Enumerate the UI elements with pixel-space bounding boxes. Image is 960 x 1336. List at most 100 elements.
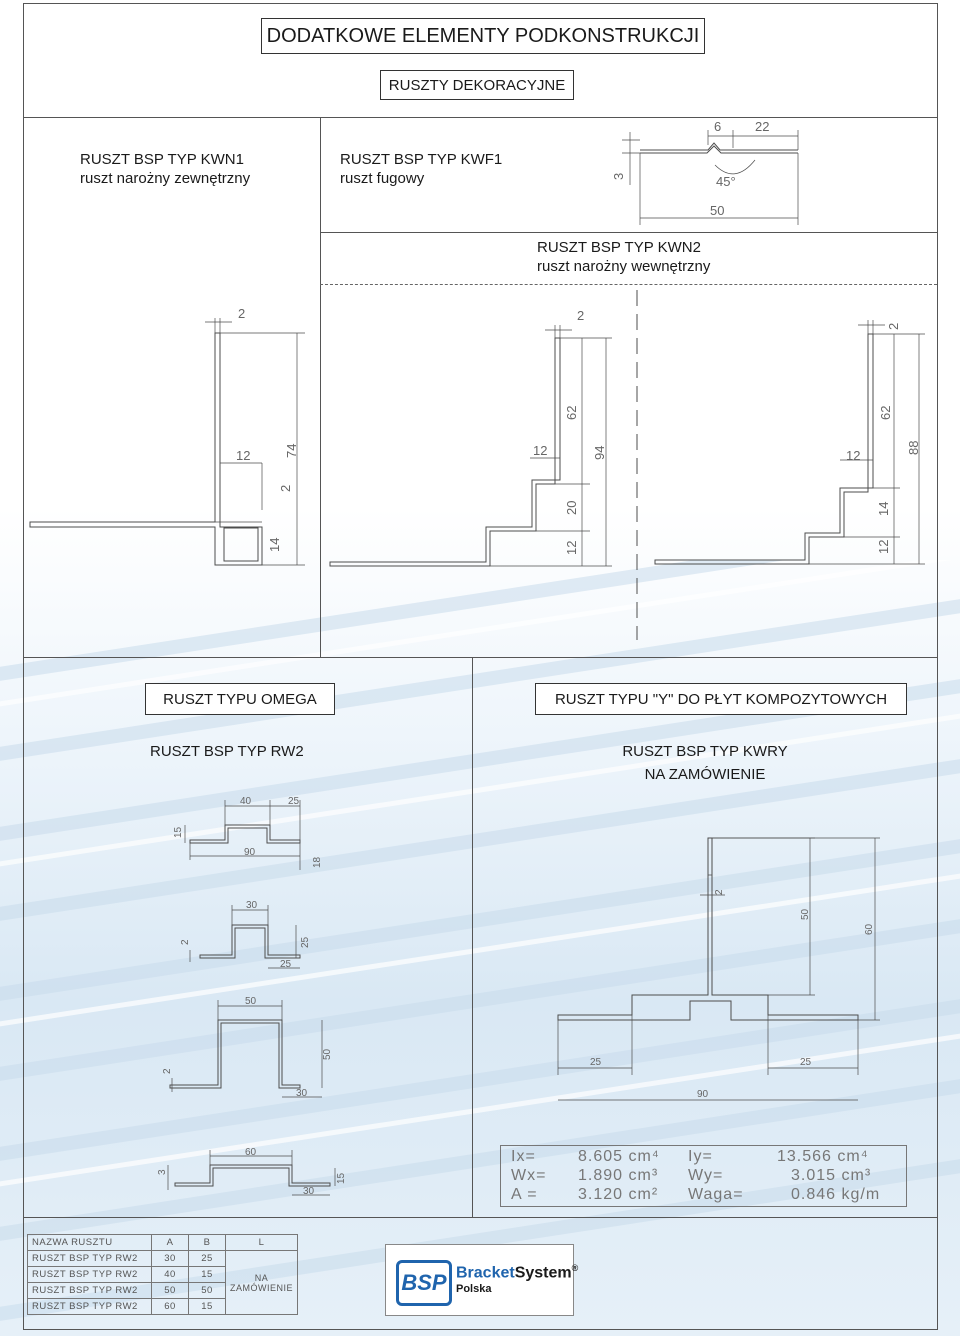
kwry-dim-25b: 25 bbox=[800, 1057, 812, 1068]
kwn1-dim-2: 2 bbox=[238, 306, 245, 321]
kwn2-heading: RUSZT BSP TYP KWN2 ruszt narożny wewnętr… bbox=[537, 238, 710, 276]
kwf1-desc: ruszt fugowy bbox=[340, 170, 425, 187]
table-cell: 15 bbox=[188, 1298, 226, 1315]
kwn1-profile bbox=[29, 318, 305, 566]
kwf-dim-45: 45° bbox=[716, 174, 736, 189]
right-dim-2: 2 bbox=[886, 323, 901, 330]
table-row: RUSZT BSP TYP RW2 40 15 bbox=[27, 1266, 298, 1283]
rw-c-50: 50 bbox=[245, 996, 257, 1007]
right-dim-12w: 12 bbox=[846, 448, 860, 463]
prop-ix-value: 8.605 cm⁴ bbox=[578, 1148, 660, 1165]
right-dim-62: 62 bbox=[878, 406, 893, 420]
y-note: NA ZAMÓWIENIE bbox=[644, 766, 766, 783]
kwf1-profile bbox=[622, 130, 799, 225]
table-cell: 50 bbox=[151, 1282, 189, 1299]
prop-iy-label: Iy= bbox=[688, 1148, 713, 1165]
right-dim-12h: 12 bbox=[876, 540, 891, 554]
kwf-dim-50: 50 bbox=[710, 203, 724, 218]
table-cell: 50 bbox=[188, 1282, 226, 1299]
divider-h1 bbox=[23, 117, 937, 118]
rw-a-25: 25 bbox=[288, 796, 300, 807]
kwn1-heading: RUSZT BSP TYP KWN1 ruszt narożny zewnętr… bbox=[80, 150, 250, 188]
prop-wx-label: Wx= bbox=[511, 1167, 547, 1184]
logo-registered: ® bbox=[571, 1263, 579, 1273]
table-cell: RUSZT BSP TYP RW2 bbox=[27, 1298, 152, 1315]
mid-dim-12w: 12 bbox=[533, 443, 547, 458]
prop-wx-value: 1.890 cm³ bbox=[578, 1167, 659, 1184]
table-row: RUSZT BSP TYP RW2 30 25 NA ZAMÓWIENIE bbox=[27, 1250, 298, 1315]
table-header-row: NAZWA RUSZTU A B L bbox=[27, 1234, 298, 1251]
rw-b-30: 30 bbox=[246, 900, 258, 911]
rw-a-40: 40 bbox=[240, 796, 252, 807]
omega-box: RUSZT TYPU OMEGA bbox=[145, 683, 335, 715]
rw-c-30: 30 bbox=[296, 1088, 308, 1099]
mid-dim-12h: 12 bbox=[564, 541, 579, 555]
y-heading: RUSZT BSP TYP KWRY NA ZAMÓWIENIE bbox=[600, 742, 810, 784]
brand-logo: BSP BracketSystem® Polska bbox=[385, 1244, 578, 1316]
table-header: NAZWA RUSZTU bbox=[27, 1234, 152, 1251]
table-cell: RUSZT BSP TYP RW2 bbox=[27, 1250, 152, 1267]
kwn1-name: RUSZT BSP TYP KWN1 bbox=[80, 151, 244, 168]
kwn2-right-profile bbox=[654, 320, 925, 565]
divider-h2 bbox=[320, 232, 937, 233]
kwn1-dim-74: 74 bbox=[284, 444, 299, 458]
page-title: DODATKOWE ELEMENTY PODKONSTRUKCJI bbox=[261, 18, 705, 54]
table-header: L bbox=[225, 1234, 298, 1251]
kwf-dim-6: 6 bbox=[714, 119, 721, 134]
prop-waga-value: 0.846 kg/m bbox=[791, 1186, 881, 1203]
prop-a-label: A = bbox=[511, 1186, 538, 1203]
kwn2-desc: ruszt narożny wewnętrzny bbox=[537, 258, 711, 275]
omega-name: RUSZT BSP TYP RW2 bbox=[150, 743, 304, 760]
kwry-profile bbox=[557, 837, 880, 1101]
rw-b-25b: 25 bbox=[280, 959, 292, 970]
table-cell: 30 bbox=[151, 1250, 189, 1267]
table-cell: RUSZT BSP TYP RW2 bbox=[27, 1282, 152, 1299]
mid-dim-62: 62 bbox=[564, 406, 579, 420]
prop-waga-label: Waga= bbox=[688, 1186, 744, 1203]
divider-v2 bbox=[472, 657, 473, 1217]
kwn1-dim-14: 14 bbox=[267, 538, 282, 552]
prop-a-value: 3.120 cm² bbox=[578, 1186, 659, 1203]
table-cell: 60 bbox=[151, 1298, 189, 1315]
profiles-table: NAZWA RUSZTU A B L RUSZT BSP TYP RW2 30 … bbox=[27, 1234, 298, 1315]
kwn1-dim-12: 12 bbox=[236, 448, 250, 463]
right-dim-14: 14 bbox=[876, 502, 891, 516]
rw2-profile-d bbox=[167, 1150, 336, 1196]
kwn2-name: RUSZT BSP TYP KWN2 bbox=[537, 239, 701, 256]
rw-d-60: 60 bbox=[245, 1147, 257, 1158]
mid-dim-2: 2 bbox=[577, 308, 584, 323]
mid-dim-20: 20 bbox=[564, 501, 579, 515]
kwry-dim-90: 90 bbox=[697, 1089, 709, 1100]
right-dim-88: 88 bbox=[906, 441, 921, 455]
rw-d-30: 30 bbox=[303, 1186, 315, 1197]
table-cell: 40 bbox=[151, 1266, 189, 1283]
table-cell: RUSZT BSP TYP RW2 bbox=[27, 1266, 152, 1283]
rw-c-50v: 50 bbox=[322, 1048, 333, 1060]
logo-brand: BracketSystem® bbox=[456, 1263, 578, 1282]
prop-ix-label: Ix= bbox=[511, 1148, 536, 1165]
background-pattern bbox=[0, 560, 960, 1321]
prop-iy-value: 13.566 cm⁴ bbox=[777, 1148, 869, 1165]
rw2-profile-b bbox=[189, 905, 301, 969]
kwf-dim-3: 3 bbox=[611, 173, 626, 180]
table-cell: 25 bbox=[188, 1250, 226, 1267]
kwry-dim-60: 60 bbox=[864, 923, 875, 935]
divider-h3 bbox=[23, 657, 937, 658]
kwn1-dim-n2: 2 bbox=[278, 485, 293, 492]
kwf-dim-22: 22 bbox=[755, 119, 769, 134]
section-properties: Ix= 8.605 cm⁴ Iy= 13.566 cm⁴ Wx= 1.890 c… bbox=[500, 1145, 907, 1207]
rw-c-2: 2 bbox=[162, 1068, 173, 1074]
rw-b-2: 2 bbox=[180, 939, 191, 945]
kwf1-name: RUSZT BSP TYP KWF1 bbox=[340, 151, 503, 168]
rw-a-18: 18 bbox=[312, 856, 323, 868]
logo-brand-part2: System bbox=[514, 1264, 572, 1282]
rw2-profile-c bbox=[169, 1000, 323, 1098]
logo-mark: BSP bbox=[396, 1260, 452, 1306]
kwry-dim-2: 2 bbox=[714, 889, 725, 895]
table-row: RUSZT BSP TYP RW2 60 15 bbox=[27, 1298, 298, 1315]
kwf1-heading: RUSZT BSP TYP KWF1 ruszt fugowy bbox=[340, 150, 502, 188]
table-cell-l: NA ZAMÓWIENIE bbox=[225, 1250, 298, 1315]
kwry-dim-50: 50 bbox=[800, 908, 811, 920]
table-header: B bbox=[188, 1234, 226, 1251]
